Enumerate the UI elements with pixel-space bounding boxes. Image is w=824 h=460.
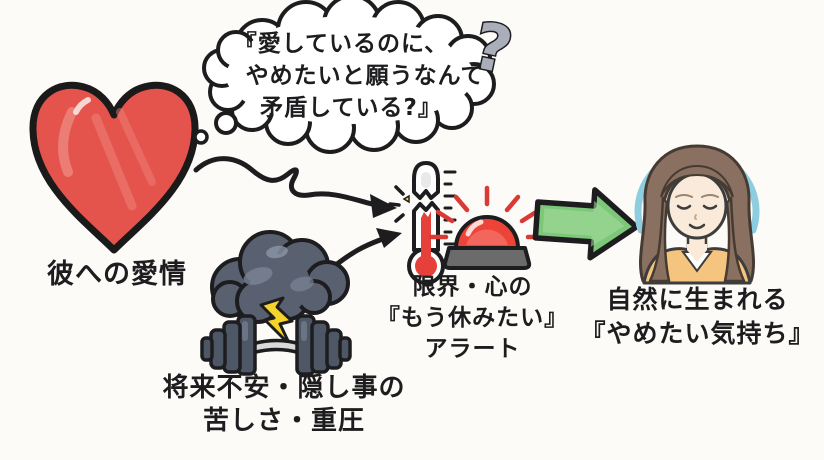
bangs (660, 164, 734, 198)
green-arrow-icon (532, 187, 640, 261)
alert-line-1: 限界・心の (412, 274, 533, 300)
face-features (675, 194, 719, 230)
alarm-siren-icon (428, 185, 546, 270)
heart-label: 彼への愛情 (47, 259, 187, 290)
burden-line-2: 苦しさ・重圧 (202, 406, 365, 436)
bubble-tail-dot-small (193, 129, 209, 145)
alert-label: 限界・心の 『もう休みたい』 アラート (370, 272, 575, 365)
bubble-line-2: やめたいと願うなんて (245, 63, 485, 89)
alert-line-2: 『もう休みたい』 (376, 305, 569, 331)
barbell-icon (200, 314, 352, 376)
curved-arrow (329, 228, 402, 271)
thought-bubble (193, 0, 496, 154)
broken-thermometer-icon (388, 161, 457, 285)
bubble-tail-dot-large (214, 111, 238, 135)
hair-lock-right (723, 196, 746, 283)
result-line-2: 『やめたい気持ち』 (580, 319, 815, 348)
alert-line-3: アラート (424, 336, 521, 362)
wavy-arrow (193, 156, 397, 218)
bubble-line-1: 『愛しているのに、 (233, 31, 449, 57)
hair-lock-left (648, 196, 671, 283)
heart-icon (29, 81, 199, 254)
burden-line-1: 将来不安・隠し事の (162, 373, 406, 403)
neck-front (687, 244, 707, 262)
thought-bubble-text: 『愛しているのに、 やめたいと願うなんて 矛盾している?』 (212, 28, 498, 124)
result-line-1: 自然に生まれる (606, 285, 789, 314)
result-label: 自然に生まれる 『やめたい気持ち』 (580, 283, 815, 351)
burden-label: 将来不安・隠し事の 苦しさ・重圧 (160, 372, 408, 438)
calm-woman-illustration (634, 144, 760, 285)
bubble-line-3: 矛盾している?』 (260, 95, 442, 121)
